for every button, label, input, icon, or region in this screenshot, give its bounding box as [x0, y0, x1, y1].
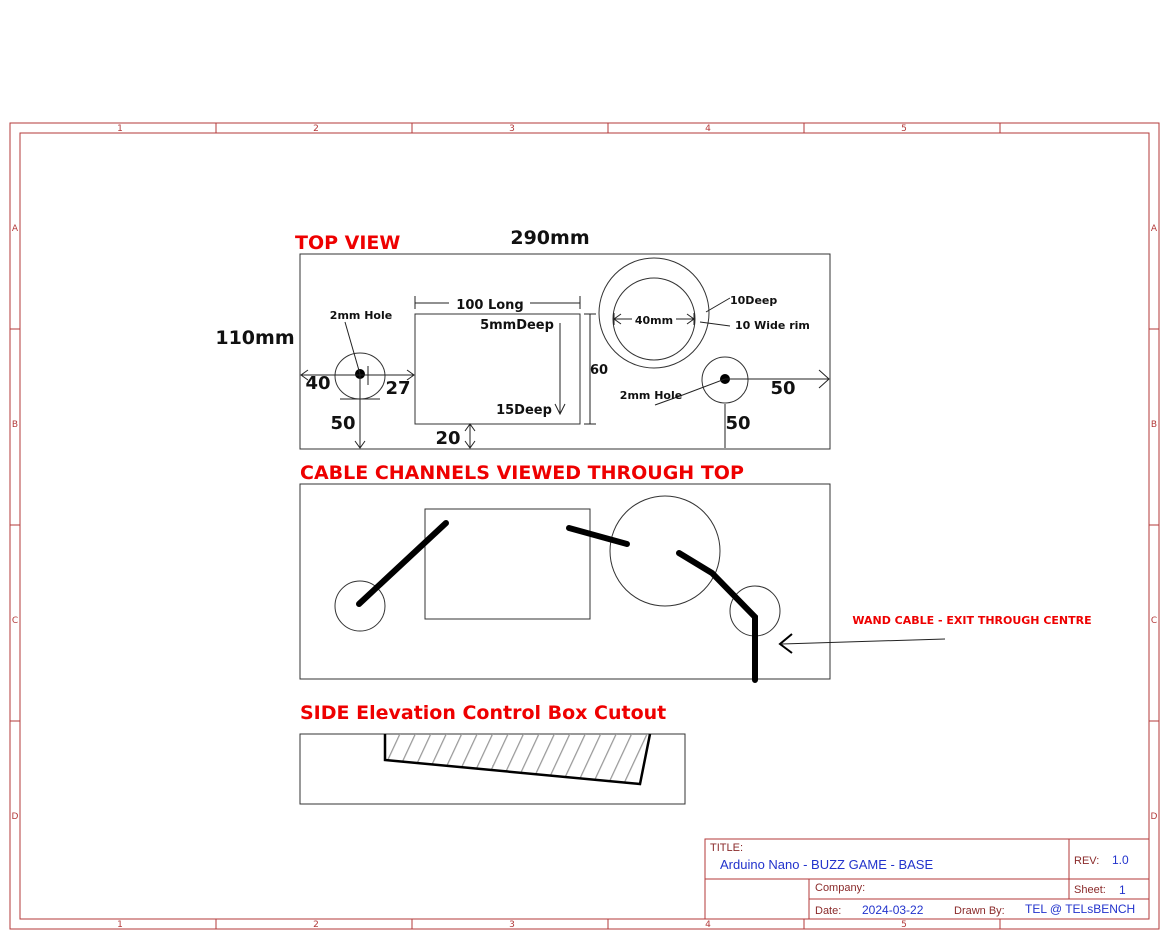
pocket-outline [414, 313, 581, 425]
sheet-value: 1 [1119, 883, 1126, 897]
width-dimension-label: 290mm [510, 227, 589, 249]
drawn-by-label: Drawn By: [954, 905, 1005, 917]
zone-col-3-top: 3 [509, 124, 515, 134]
cable-channels-view: CABLE CHANNELS VIEWED THROUGH TOP WAND C… [299, 462, 1092, 683]
zone-col-5-top: 5 [901, 124, 907, 134]
title-label: TITLE: [710, 842, 743, 854]
recess-inner-circle [612, 277, 696, 361]
side-elevation-heading: SIDE Elevation Control Box Cutout [300, 702, 666, 724]
company-label: Company: [815, 882, 865, 894]
cable-channels-heading: CABLE CHANNELS VIEWED THROUGH TOP [300, 462, 744, 484]
right-hole-label: 2mm Hole [620, 389, 682, 402]
button-recess: 40mm 10Deep 10 Wide rim [598, 257, 810, 369]
sheet-label: Sheet: [1074, 884, 1106, 896]
wand-note-arrow [778, 633, 793, 654]
left-hole-gap-dimension: 27 [385, 378, 410, 399]
zone-row-c-left: C [12, 616, 18, 626]
title-block: TITLE: Arduino Nano - BUZZ GAME - BASE R… [704, 838, 1150, 920]
drawing-title: Arduino Nano - BUZZ GAME - BASE [720, 857, 933, 872]
channel-recess [609, 495, 721, 607]
pocket-length-label: 100 Long [456, 298, 523, 313]
sheet-frame [9, 122, 1160, 930]
cable-wand [676, 550, 758, 683]
recess-rim-label: 10 Wide rim [735, 319, 810, 332]
zone-col-4-top: 4 [705, 124, 711, 134]
zone-row-d-right: D [1151, 812, 1158, 822]
right-hole-ring [701, 356, 749, 404]
zone-row-b-right: B [1151, 420, 1157, 430]
control-box-pocket: 100 Long 5mmDeep 15Deep 60 20 [414, 296, 608, 449]
drawn-by-value: TEL @ TELsBENCH [1025, 902, 1135, 916]
recess-outer-circle [598, 257, 710, 369]
left-hole: 2mm Hole 40 27 50 [300, 309, 415, 449]
right-hole-y-dimension: 50 [725, 413, 750, 434]
zone-col-2-top: 2 [313, 124, 319, 134]
zone-col-1-top: 1 [117, 124, 123, 134]
right-hole-x-dimension: 50 [770, 378, 795, 399]
zone-row-d-left: D [12, 812, 19, 822]
recess-depth-label: 10Deep [730, 294, 777, 307]
zone-col-4-bottom: 4 [705, 920, 711, 930]
cable-channels-outline [299, 483, 831, 680]
cable-left [356, 520, 449, 607]
pocket-depth-top-label: 5mmDeep [480, 318, 554, 333]
cutout-hatching [385, 734, 650, 784]
zone-labels: 1 2 3 4 5 1 2 3 4 5 A B C D A B C D [12, 124, 1158, 930]
channel-left-hole [334, 580, 386, 632]
date-value: 2024-03-22 [862, 903, 924, 917]
date-label: Date: [815, 905, 841, 917]
zone-col-1-bottom: 1 [117, 920, 123, 930]
left-hole-y-dimension: 50 [330, 413, 355, 434]
pocket-depth-bottom-label: 15Deep [496, 403, 552, 418]
height-dimension-label: 110mm [215, 327, 294, 349]
top-view: TOP VIEW 290mm 110mm 2mm Hole 40 27 50 [215, 227, 831, 450]
top-view-outline [299, 253, 831, 450]
left-hole-label: 2mm Hole [330, 309, 392, 322]
zone-row-a-left: A [12, 224, 19, 234]
channel-pocket [424, 508, 591, 620]
zone-col-3-bottom: 3 [509, 920, 515, 930]
wand-cable-note: WAND CABLE - EXIT THROUGH CENTRE [852, 614, 1091, 627]
rev-label: REV: [1074, 855, 1099, 867]
left-hole-x-dimension: 40 [305, 373, 330, 394]
pocket-offset-label: 20 [435, 428, 460, 449]
rev-value: 1.0 [1112, 853, 1129, 867]
cable-middle [566, 525, 630, 547]
pocket-height-label: 60 [590, 363, 608, 378]
side-elevation-view: SIDE Elevation Control Box Cutout [299, 702, 686, 805]
cutout-profile [383, 733, 652, 786]
zone-col-5-bottom: 5 [901, 920, 907, 930]
right-hole: 2mm Hole 50 50 [620, 356, 830, 448]
zone-col-2-bottom: 2 [313, 920, 319, 930]
zone-row-c-right: C [1151, 616, 1157, 626]
top-view-heading: TOP VIEW [295, 232, 400, 254]
recess-diameter-label: 40mm [635, 314, 673, 327]
zone-row-b-left: B [12, 420, 18, 430]
zone-row-a-right: A [1151, 224, 1158, 234]
